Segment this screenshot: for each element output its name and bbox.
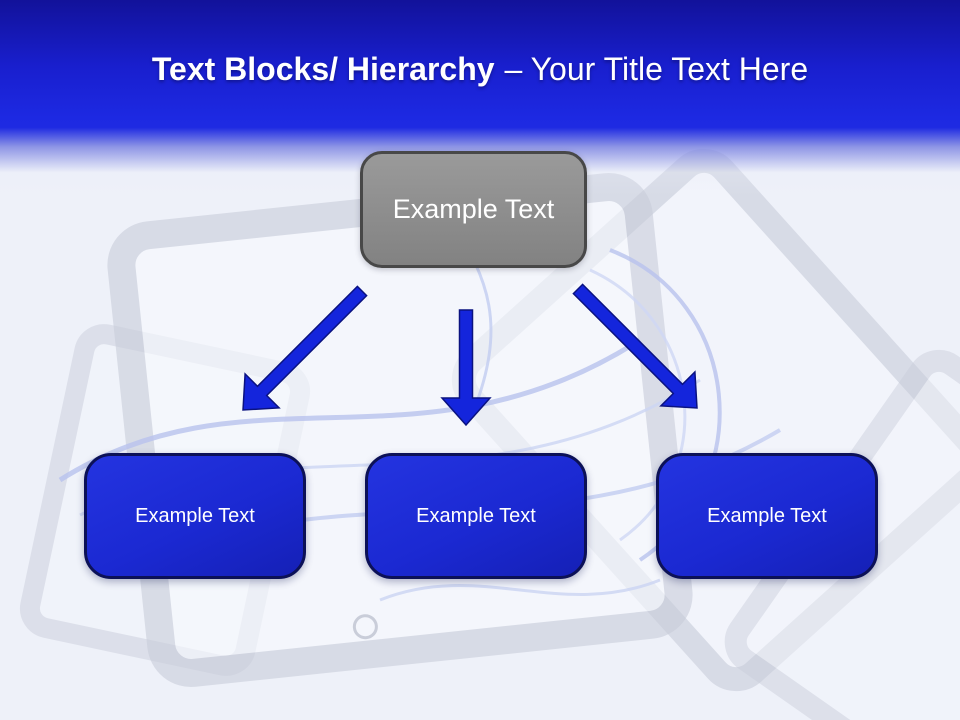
root-text-block: Example Text	[360, 151, 587, 268]
child-text-block-2: Example Text	[365, 453, 587, 579]
child-text-block-1: Example Text	[84, 453, 306, 579]
child-text-block-1-label: Example Text	[135, 504, 255, 527]
child-text-block-2-label: Example Text	[416, 504, 536, 527]
root-text-block-label: Example Text	[392, 194, 555, 224]
child-text-block-3: Example Text	[656, 453, 878, 579]
page-title-bold-segment: Text Blocks/ Hierarchy	[151, 51, 495, 87]
page-title: Text Blocks/ Hierarchy – Your Title Text…	[0, 50, 960, 88]
page-title-regular-segment: – Your Title Text Here	[504, 51, 809, 87]
child-text-block-3-label: Example Text	[707, 504, 827, 527]
